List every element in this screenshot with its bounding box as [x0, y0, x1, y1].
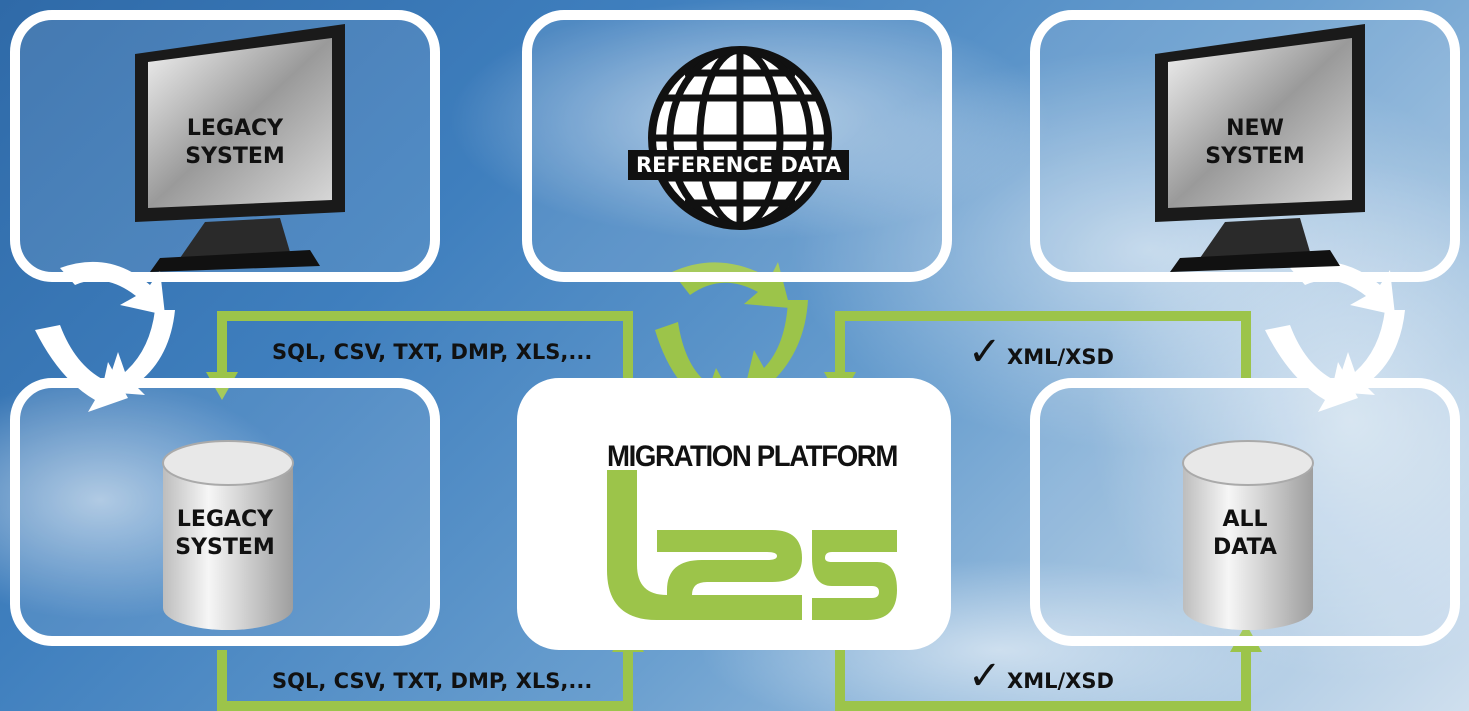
legacy-db-box: LEGACY SYSTEM: [10, 378, 440, 646]
check-icon: ✓: [968, 653, 1002, 699]
migration-platform-box: MIGRATION PLATFORM t2s: [517, 378, 951, 650]
connector-top-right: [835, 311, 1251, 385]
all-data-box: ALL DATA: [1030, 378, 1460, 646]
monitor-icon: [135, 24, 345, 272]
flow-label-bottom-right: XML/XSD: [1007, 669, 1114, 693]
connector-bottom-right: [835, 640, 1251, 711]
connector-bottom-left: [217, 640, 633, 711]
reference-data-label: REFERENCE DATA: [628, 150, 850, 180]
new-monitor-box: NEW SYSTEM: [1030, 10, 1460, 282]
flow-label-top-right: XML/XSD: [1007, 345, 1114, 369]
globe-icon: [648, 46, 832, 230]
t2s-logo: t2s: [607, 470, 897, 620]
flow-label-bottom-left: SQL, CSV, TXT, DMP, XLS,...: [272, 669, 593, 693]
flow-connectors: [217, 311, 1251, 711]
database-icon: [1182, 440, 1314, 630]
database-icon: [162, 440, 294, 630]
legacy-monitor-label: LEGACY SYSTEM: [185, 116, 285, 169]
reference-data-box: REFERENCE DATA: [522, 10, 952, 282]
monitor-icon: [1155, 24, 1365, 272]
check-icon: ✓: [968, 329, 1002, 375]
migration-platform-title: MIGRATION PLATFORM: [607, 440, 898, 473]
flow-label-top-left: SQL, CSV, TXT, DMP, XLS,...: [272, 340, 593, 364]
legacy-monitor-box: LEGACY SYSTEM: [10, 10, 440, 282]
legacy-db-label: LEGACY SYSTEM: [175, 507, 275, 560]
new-monitor-label: NEW SYSTEM: [1205, 116, 1305, 169]
connector-top-left: [217, 311, 633, 385]
all-data-label: ALL DATA: [1213, 507, 1277, 560]
